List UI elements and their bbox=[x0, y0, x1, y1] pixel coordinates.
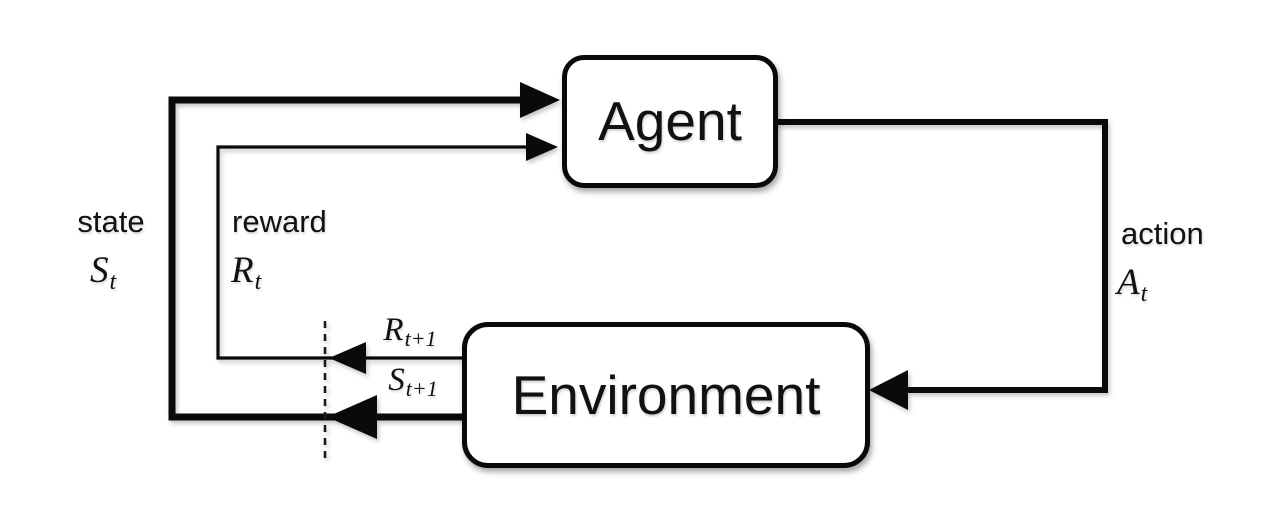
reward-symbol-subscript: t bbox=[254, 268, 262, 295]
next-state-symbol-letter: S bbox=[388, 362, 405, 398]
action-symbol-subscript: t bbox=[1140, 280, 1148, 307]
next-reward-symbol-subscript: t+1 bbox=[404, 326, 437, 352]
action-arrowhead-into-environment bbox=[869, 370, 908, 410]
agent-label: Agent bbox=[598, 90, 742, 152]
reward-symbol-letter: R bbox=[231, 250, 254, 291]
reward-arrow bbox=[216, 133, 558, 374]
environment-label: Environment bbox=[511, 363, 821, 426]
reward-symbol: Rt bbox=[231, 252, 261, 294]
state-symbol: St bbox=[90, 252, 116, 294]
action-label: action bbox=[1121, 216, 1204, 251]
state-symbol-letter: S bbox=[90, 250, 109, 291]
next-state-symbol: St+1 bbox=[368, 364, 458, 400]
state-arrowhead-into-agent bbox=[520, 82, 560, 118]
next-reward-symbol: Rt+1 bbox=[365, 314, 455, 350]
action-symbol-letter: A bbox=[1117, 262, 1140, 303]
next-reward-symbol-letter: R bbox=[383, 312, 404, 348]
state-arrow bbox=[168, 82, 560, 439]
state-symbol-subscript: t bbox=[109, 268, 117, 295]
environment-box: Environment bbox=[462, 322, 870, 468]
next-state-symbol-subscript: t+1 bbox=[405, 376, 438, 402]
agent-box: Agent bbox=[562, 55, 778, 188]
next-state-mid-arrowhead bbox=[327, 395, 377, 439]
state-label: state bbox=[77, 204, 145, 239]
reward-label: reward bbox=[232, 204, 327, 239]
action-arrow bbox=[766, 119, 1108, 410]
action-symbol: At bbox=[1117, 264, 1147, 306]
next-reward-mid-arrowhead bbox=[329, 342, 366, 374]
reward-arrowhead-into-agent bbox=[526, 133, 558, 161]
